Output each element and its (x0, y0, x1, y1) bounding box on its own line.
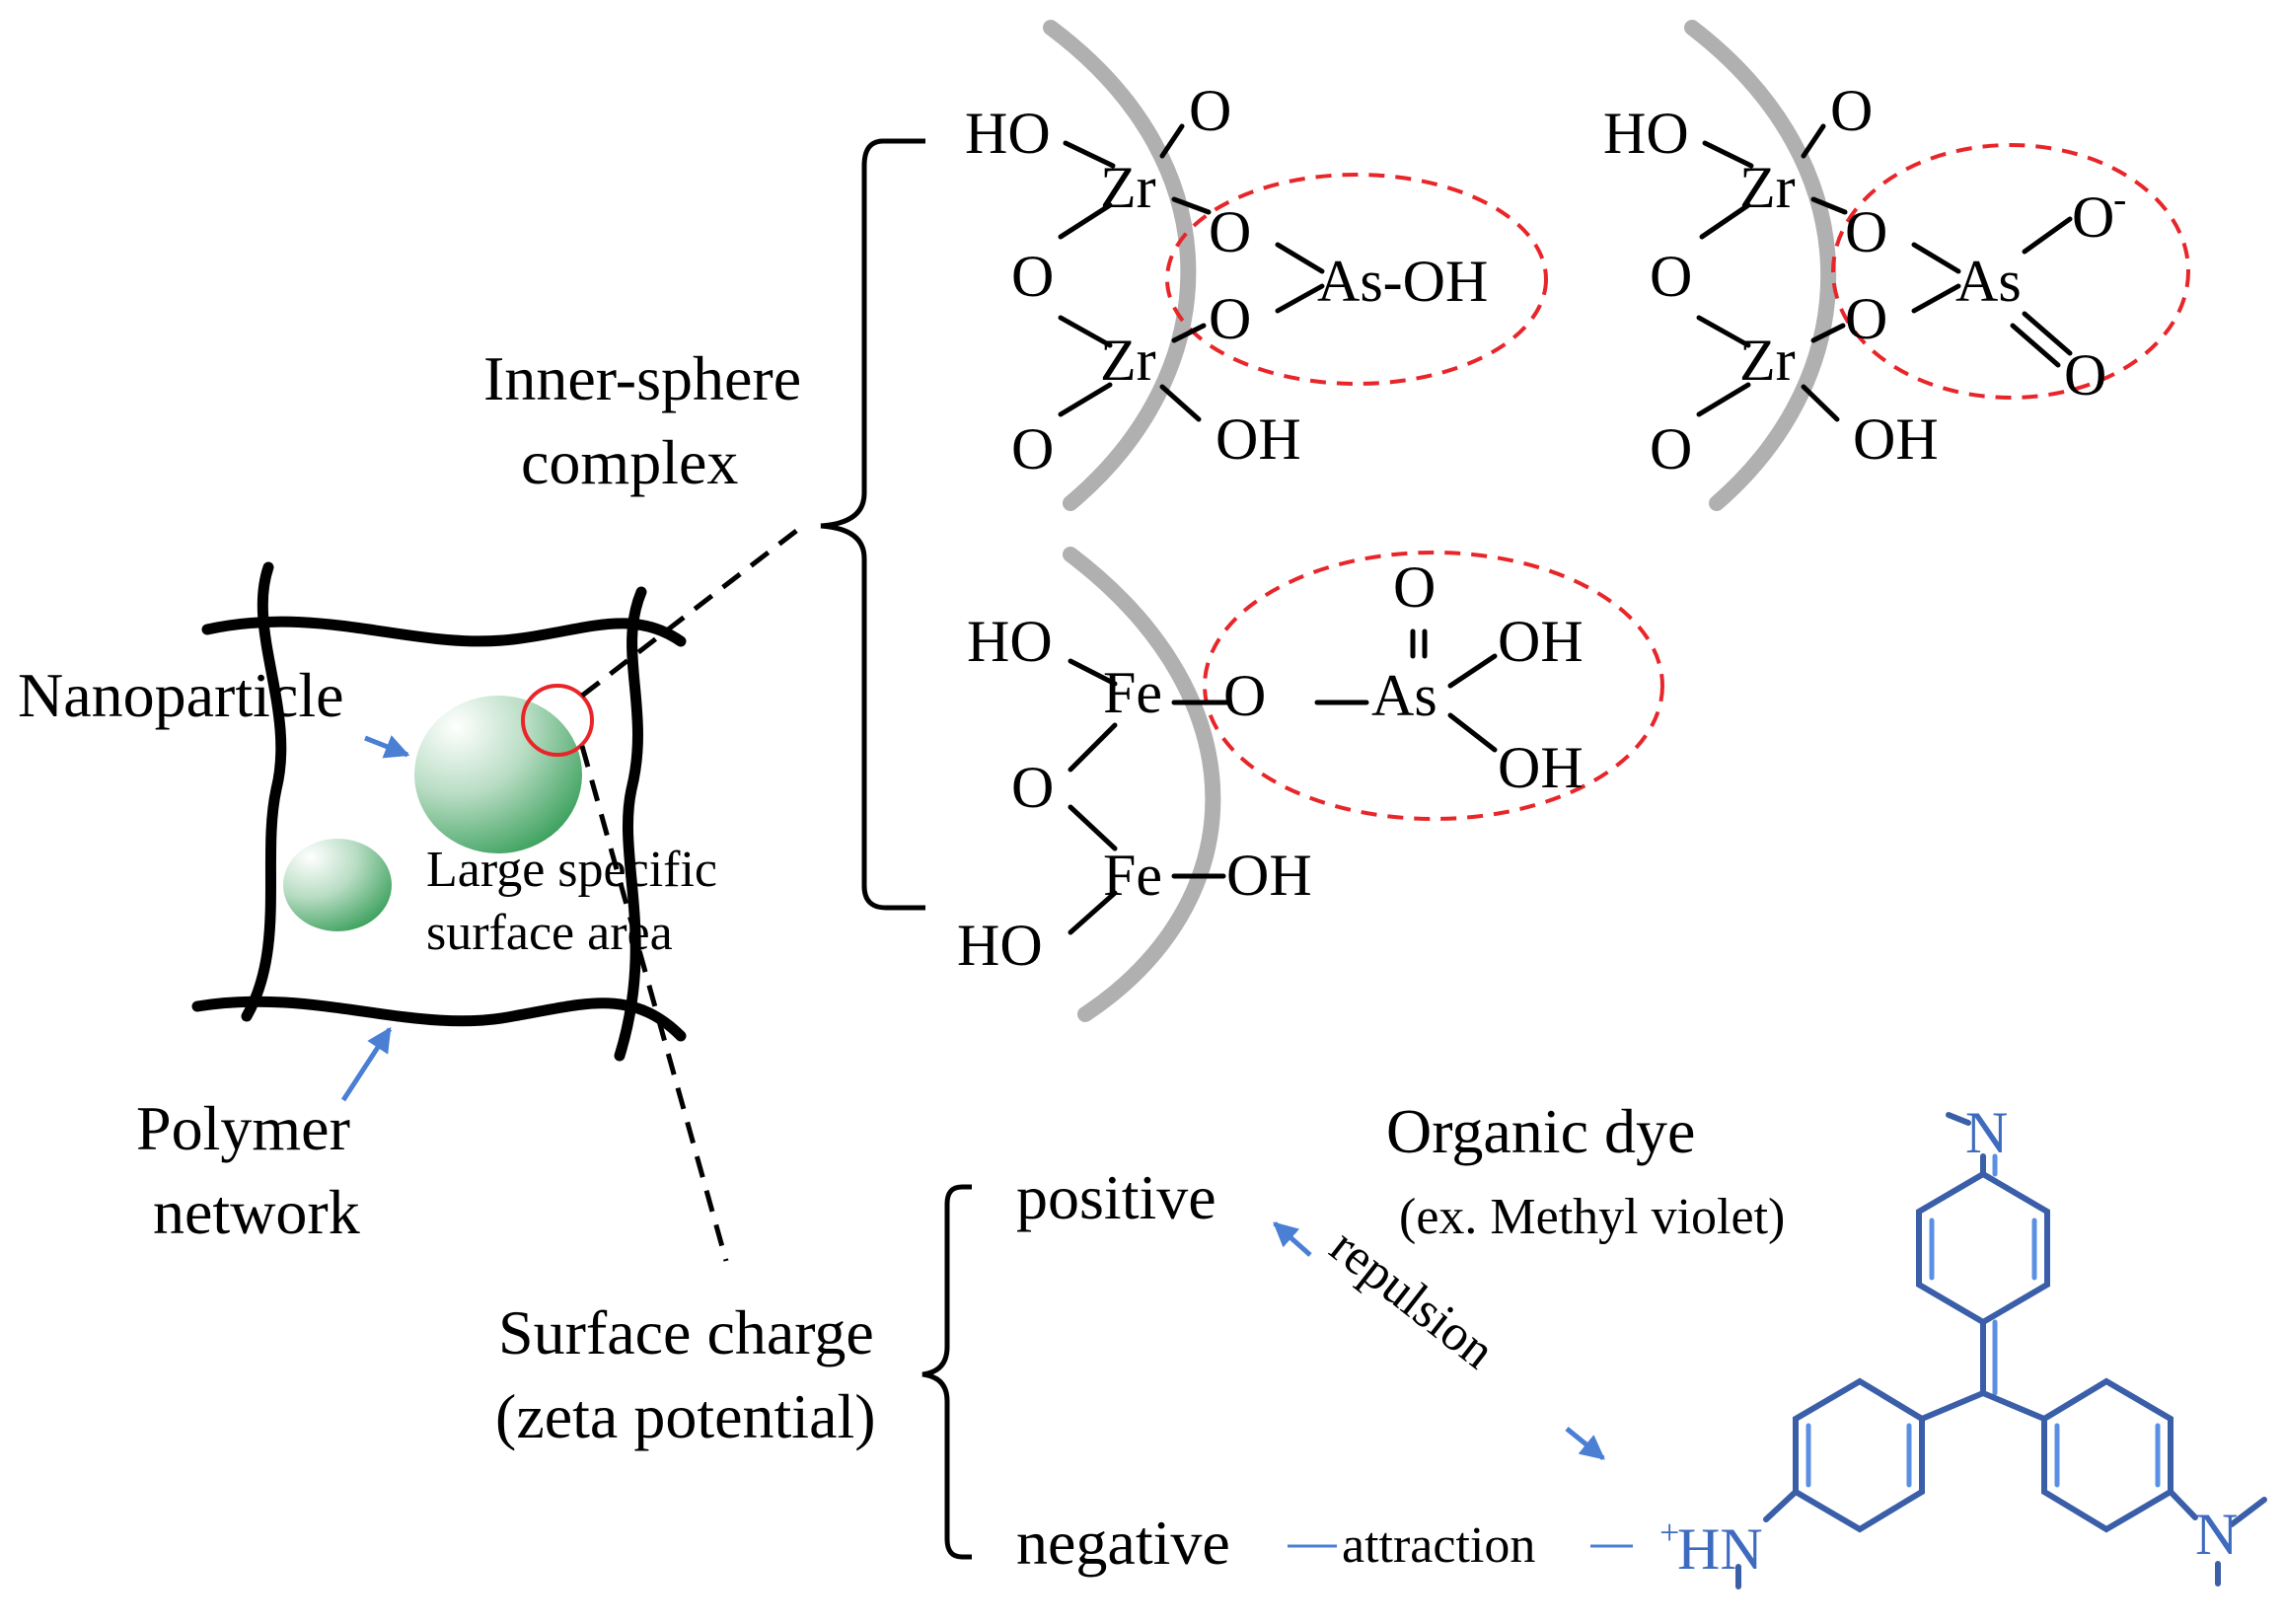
network-label: network (153, 1177, 360, 1247)
c3-ho-bottom: HO (957, 913, 1043, 978)
c3-oh-lower: OH (1498, 735, 1584, 800)
inner-sphere-bracket (820, 138, 925, 911)
c2-o-top: O (1830, 78, 1873, 143)
c2-o-bottom: O (1650, 416, 1692, 481)
c3-oh-upper: OH (1498, 609, 1584, 674)
dye-hn: HN (1677, 1516, 1763, 1582)
c1-as-oh: As-OH (1317, 249, 1488, 314)
c2-minus: - (2113, 177, 2126, 221)
c2-o-left: O (1650, 244, 1692, 309)
complex-zr-bidentate-neutral: HO O Zr O O As-OH O Zr O OH (965, 20, 1548, 511)
negative-label: negative (1016, 1508, 1230, 1578)
c2-o-minus: O (2072, 185, 2114, 250)
c1-o-top: O (1189, 78, 1231, 143)
repulsion-arrow-up (1273, 1221, 1312, 1257)
c3-o-top: O (1393, 554, 1436, 620)
complex-zr-bidentate-anionic: HO O Zr O O As O - O O Zr O OH (1603, 20, 2190, 511)
complex-fe-monodentate: HO Fe O As O OH OH O Fe OH HO (957, 547, 1664, 1022)
c2-o-double: O (2064, 342, 2106, 407)
complex-label: complex (521, 427, 738, 497)
c1-oh: OH (1216, 406, 1301, 472)
methyl-violet-label: (ex. Methyl violet) (1399, 1189, 1785, 1245)
c2-o1: O (1845, 199, 1887, 264)
c2-zr2: Zr (1739, 328, 1796, 393)
c3-o-bridge: O (1223, 663, 1266, 728)
c1-zr1: Zr (1100, 155, 1156, 220)
c1-o-bottom: O (1011, 416, 1054, 481)
c3-fe2: Fe (1103, 843, 1162, 908)
c2-o2: O (1845, 286, 1887, 351)
c2-zr1: Zr (1739, 155, 1796, 220)
inner-sphere-label: Inner-sphere (483, 343, 801, 413)
surface-area-label: surface area (426, 905, 673, 961)
c3-ho-top: HO (967, 609, 1053, 674)
surface-charge-bracket (921, 1184, 972, 1560)
dye-n-top: N (1965, 1100, 2008, 1165)
c2-as: As (1955, 249, 2022, 314)
repulsion-arrow-down (1565, 1427, 1605, 1460)
attraction-label: attraction (1342, 1517, 1535, 1574)
c1-zr2: Zr (1100, 328, 1156, 393)
c3-o-left: O (1011, 755, 1054, 820)
nanoparticle-large (414, 696, 582, 853)
surface-highlight-circle (521, 684, 594, 757)
polymer-network (191, 561, 687, 1062)
surface-charge-label: Surface charge (498, 1297, 874, 1367)
dashed-link-to-charge (579, 745, 729, 1262)
positive-label: positive (1016, 1162, 1216, 1232)
dye-n-right: N (2195, 1502, 2238, 1567)
c2-ho: HO (1603, 101, 1689, 166)
c1-o-left: O (1011, 244, 1054, 309)
nanoparticle-arrow (364, 735, 410, 759)
polymer-arrow (340, 1026, 393, 1102)
organic-dye-label: Organic dye (1386, 1096, 1695, 1166)
nanoparticle-small (283, 839, 392, 931)
c3-fe1: Fe (1103, 660, 1162, 725)
c2-oh: OH (1853, 406, 1939, 472)
c3-as: As (1371, 663, 1437, 728)
polymer-label: Polymer (136, 1093, 350, 1163)
dye-plus: + (1659, 1513, 1679, 1552)
large-specific-label: Large specific (426, 842, 717, 898)
c3-oh-fe2: OH (1226, 843, 1312, 908)
c1-o1: O (1209, 199, 1251, 264)
methyl-violet-structure: N HN + N (1659, 1100, 2267, 1589)
c1-ho: HO (965, 101, 1051, 166)
dashed-link-to-complex (580, 523, 806, 698)
zeta-potential-label: (zeta potential) (495, 1381, 876, 1451)
c1-o2: O (1209, 286, 1251, 351)
nanoparticle-label: Nanoparticle (18, 660, 344, 730)
